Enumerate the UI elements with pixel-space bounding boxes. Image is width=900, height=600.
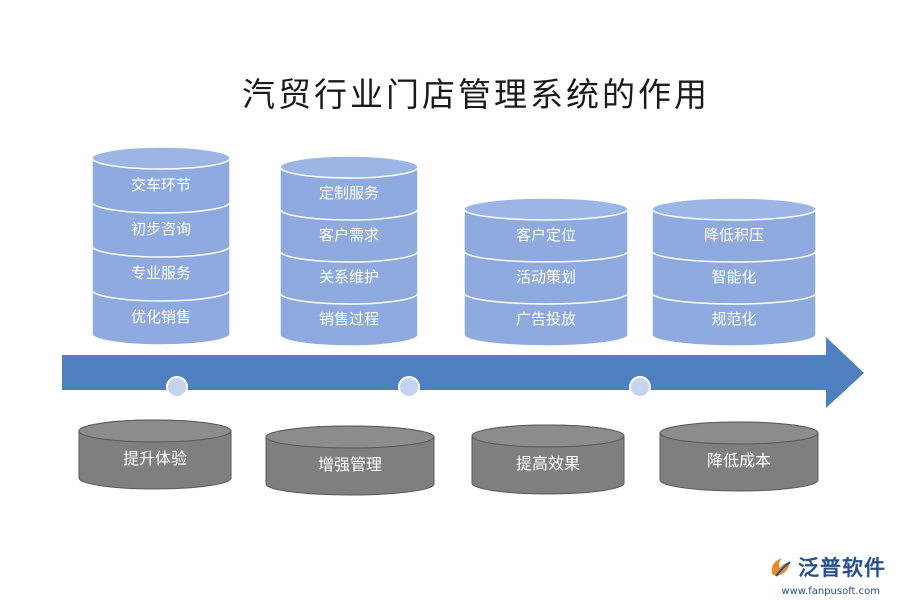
logo-url: www.fanpusoft.com [781,586,880,597]
result-label: 提高效果 [515,453,580,473]
fanpu-logo-icon [771,558,791,577]
brand-logo: 泛普软件 [768,552,886,582]
result-cylinder-top [659,421,819,445]
page-title: 汽贸行业门店管理系统的作用 [242,75,710,114]
stack-disk-top [463,197,629,221]
result-label: 降低成本 [706,450,771,470]
timeline-node [398,376,420,398]
logo-name: 泛普软件 [798,556,886,580]
stack-item-label: 降低积压 [703,226,764,244]
stack-item-label: 广告投放 [515,310,576,328]
stack-item-label: 规范化 [711,310,757,328]
timeline-node [629,376,651,398]
result-cylinder-top [471,424,625,448]
stack-item-label: 客户定位 [515,226,576,244]
timeline-node [166,376,188,398]
stack-item-label: 活动策划 [515,268,576,286]
stack-item-label: 优化销售 [130,308,191,326]
result-cylinder-top [78,419,232,443]
stack-disk-top [91,146,231,170]
stack-disk-top [279,155,419,179]
result-cylinder-top [265,425,435,449]
timeline-arrow [62,337,864,408]
stack-item-label: 销售过程 [318,310,379,328]
result-label: 增强管理 [317,454,382,474]
stack-disk-top [651,197,817,221]
stack-item-label: 定制服务 [318,184,379,202]
result-label: 提升体验 [122,448,187,468]
stack-item-label: 专业服务 [130,264,191,282]
stack-item-label: 客户需求 [318,226,379,244]
stack-item-label: 智能化 [711,268,757,286]
stack-item-label: 交车环节 [130,176,191,194]
stack-item-label: 关系维护 [318,268,379,286]
stack-item-label: 初步咨询 [130,220,191,238]
